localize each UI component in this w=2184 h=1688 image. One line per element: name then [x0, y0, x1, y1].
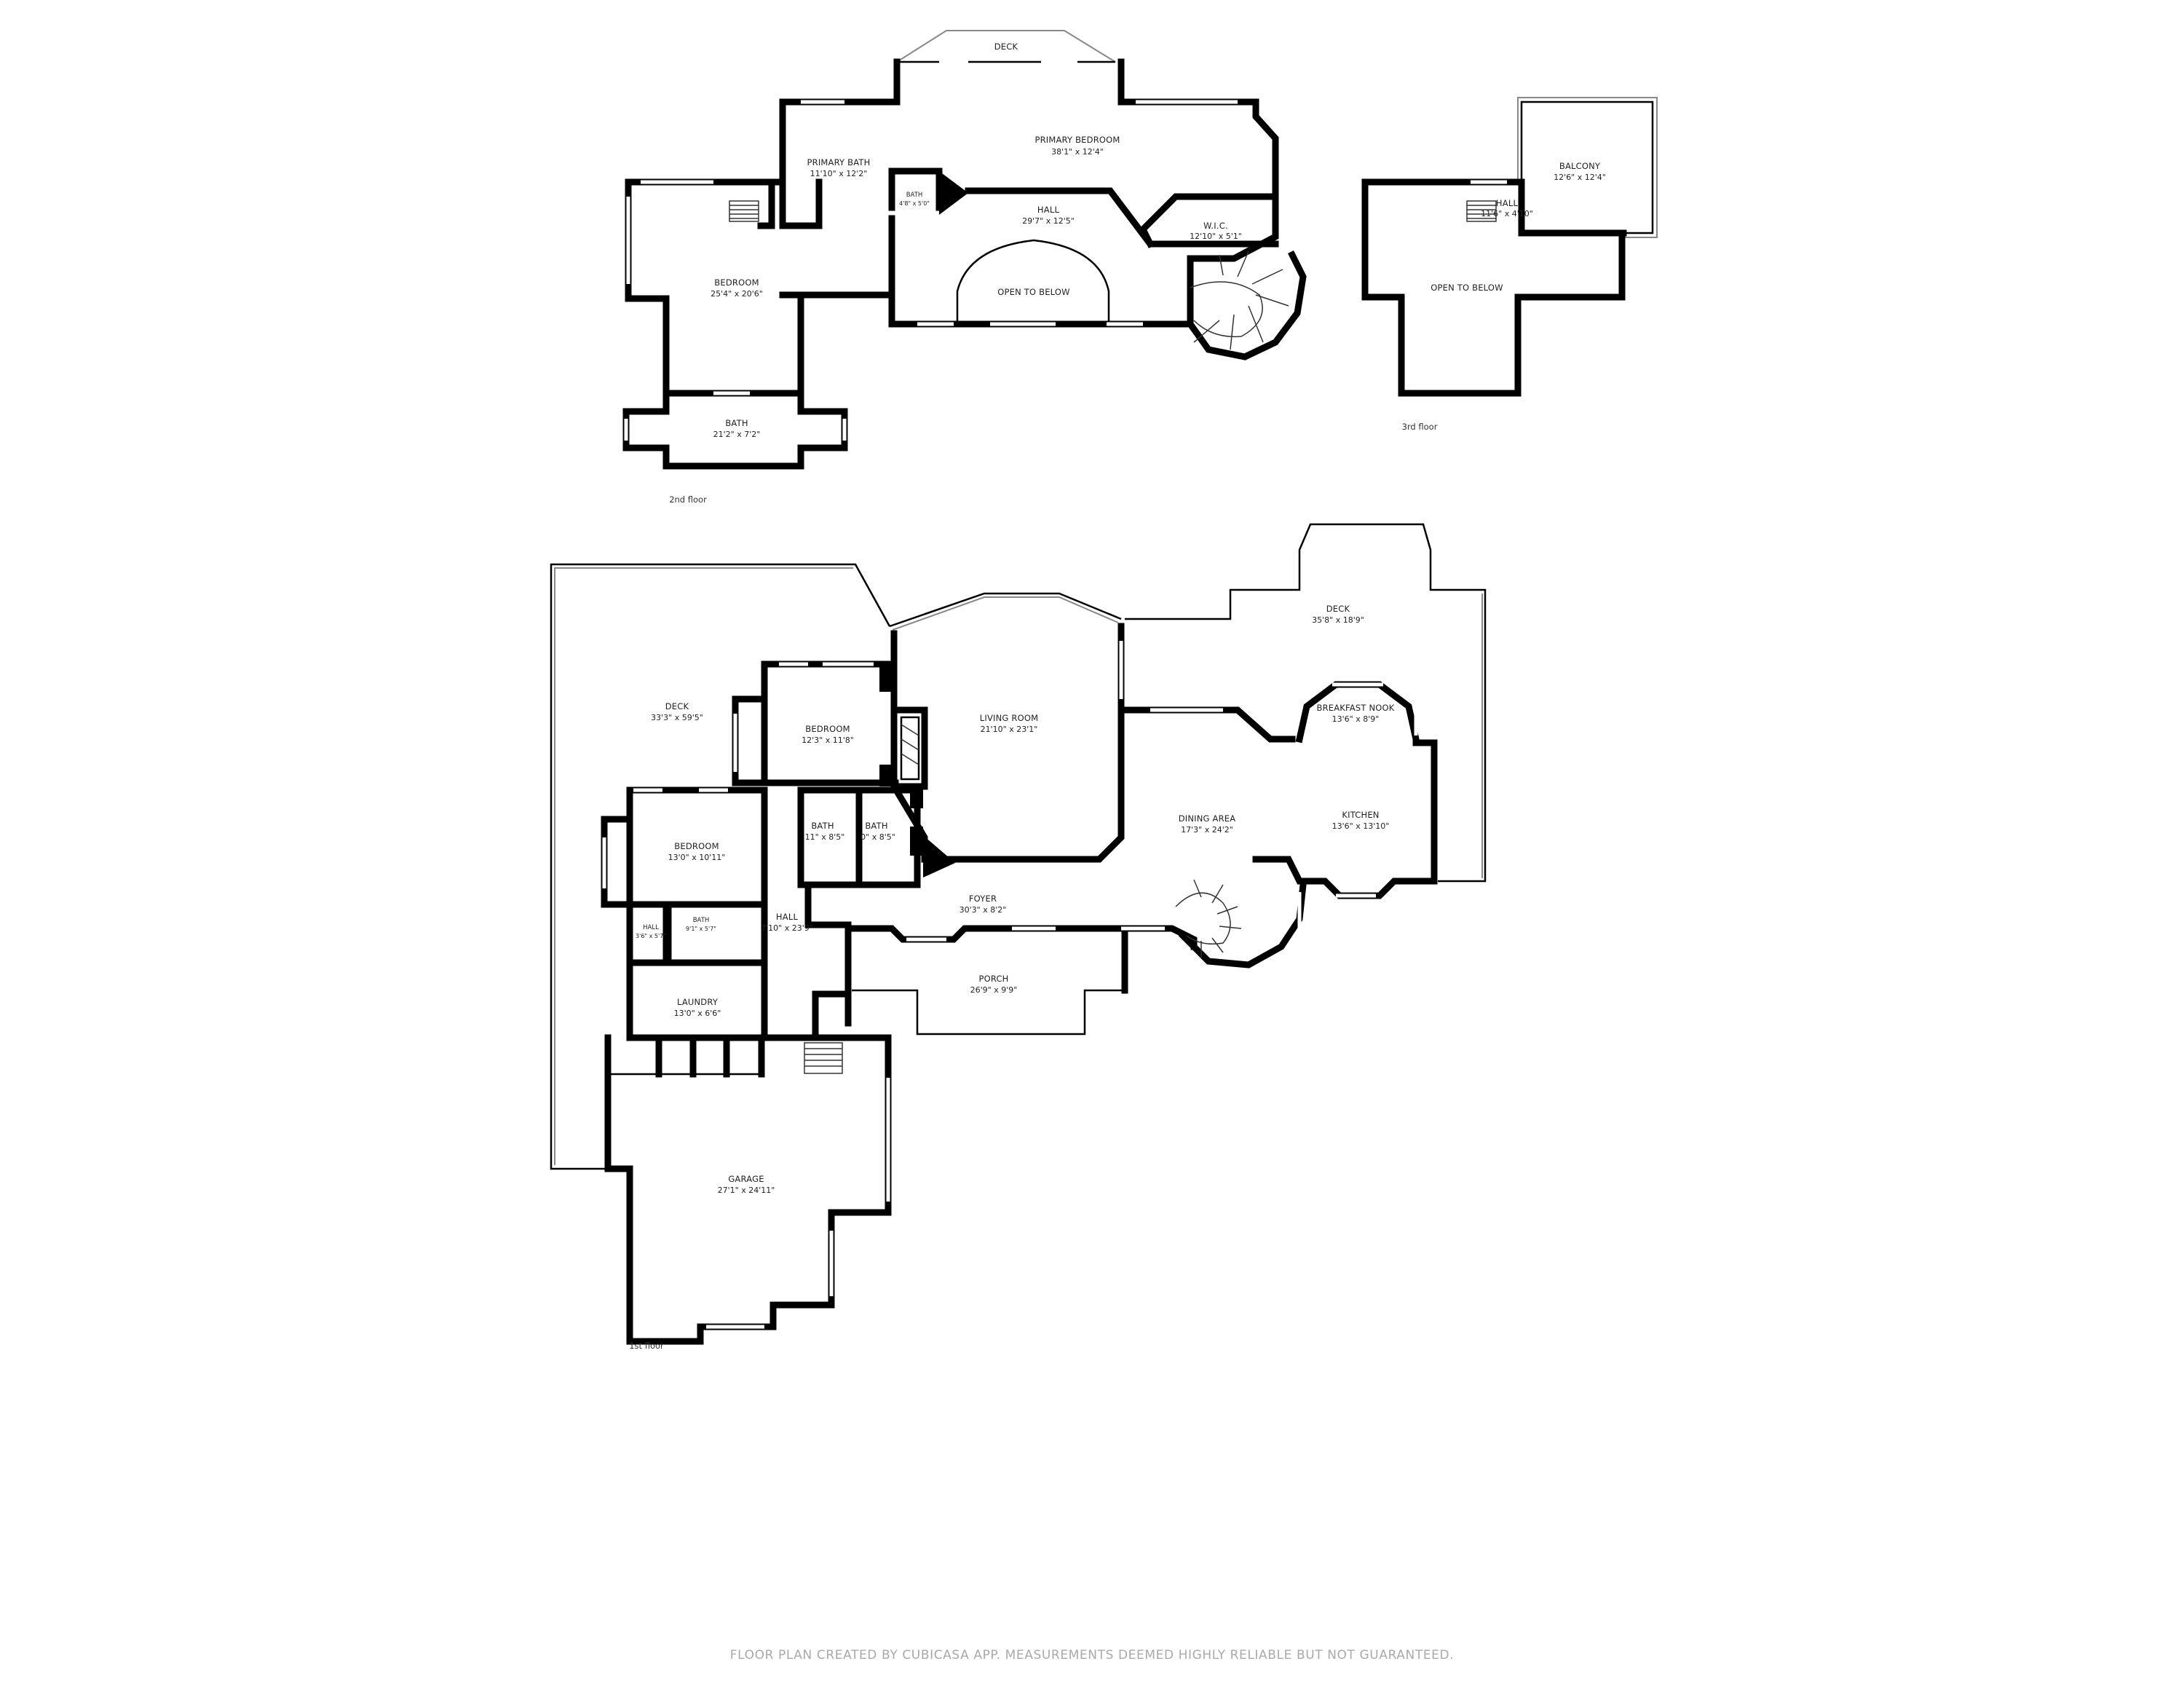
third-floor: BALCONY 12'6" x 12'4" HALL 11'6" x 4'10"…	[1361, 97, 1658, 432]
label-primary-bath: PRIMARY BATH	[807, 157, 871, 167]
wall-outer-3rd	[1361, 178, 1626, 397]
dim-balcony: 12'6" x 12'4"	[1554, 173, 1606, 182]
label-bedroom1a: BEDROOM	[805, 724, 850, 734]
label-bedroom2: BEDROOM	[714, 277, 759, 288]
label-bedroom1b: BEDROOM	[674, 841, 719, 851]
wall-living	[890, 623, 1125, 863]
label-bath1a: BATH	[811, 821, 834, 831]
dim-deck-right: 35'8" x 18'9"	[1312, 615, 1364, 625]
balcony-railing	[1520, 100, 1654, 234]
dim-foyer: 30'3" x 8'2"	[960, 905, 1007, 915]
stairs-garage	[804, 1042, 843, 1074]
dim-bath-small2: 4'8" x 5'0"	[899, 200, 930, 207]
dim-laundry: 13'0" x 6'6"	[674, 1009, 721, 1018]
open-to-below-outline	[956, 239, 1110, 324]
stairs-3rd	[1466, 200, 1497, 222]
label-bath-small2: BATH	[906, 192, 923, 199]
floor-label-3rd: 3rd floor	[1402, 422, 1438, 432]
dim-wic: 12'10" x 5'1"	[1190, 232, 1242, 241]
label-dining: DINING AREA	[1179, 813, 1236, 824]
label-bath-small1: BATH	[693, 917, 710, 924]
wall-foyer-south	[844, 925, 1198, 950]
deck-railing	[896, 30, 1116, 63]
wall-outer-2nd	[625, 58, 1279, 397]
fireplace	[890, 706, 928, 790]
dim-primary-bedroom: 38'1" x 12'4"	[1051, 147, 1104, 157]
dim-hall-small: 3'6" x 5'7"	[636, 933, 666, 939]
dim-bath-small1: 9'1" x 5'7"	[686, 926, 716, 932]
label-deck-left: DECK	[665, 701, 689, 711]
dim-deck-left: 33'3" x 59'5"	[651, 713, 703, 722]
windows-2nd	[624, 60, 1238, 441]
dim-bedroom2: 25'4" x 20'6"	[711, 289, 763, 299]
dim-primary-bath: 11'10" x 12'2"	[810, 169, 868, 178]
second-floor: DECK PRIMARY BEDROOM 38'1" x 12'4" PRIMA…	[622, 30, 1307, 505]
footer-disclaimer: FLOOR PLAN CREATED BY CUBICASA APP. MEAS…	[730, 1648, 1454, 1663]
dim-bedroom1a: 12'3" x 11'8"	[802, 735, 854, 745]
label-hall2: HALL	[1037, 205, 1060, 215]
label-open-below2: OPEN TO BELOW	[997, 287, 1069, 297]
label-hall3: HALL	[1496, 198, 1519, 208]
label-garage: GARAGE	[728, 1174, 764, 1184]
floor-label-2nd: 2nd floor	[669, 494, 707, 505]
dim-nook: 13'6" x 8'9"	[1332, 714, 1380, 724]
label-wic: W.I.C.	[1203, 221, 1228, 231]
label-deck-right: DECK	[1326, 604, 1350, 614]
dim-living: 21'10" x 23'1"	[981, 725, 1038, 734]
spiral-stair-2nd	[1185, 250, 1307, 360]
deck-left-outline	[550, 563, 891, 1170]
floor-label-1st: 1st floor	[629, 1341, 664, 1351]
label-balcony: BALCONY	[1559, 161, 1601, 171]
dim-porch: 26'9" x 9'9"	[970, 985, 1018, 995]
label-primary-bedroom: PRIMARY BEDROOM	[1034, 135, 1120, 145]
label-laundry: LAUNDRY	[677, 997, 719, 1007]
dim-bath1b: 0" x 8'5"	[860, 832, 895, 842]
dim-garage: 27'1" x 24'11"	[718, 1186, 775, 1195]
dim-dining: 17'3" x 24'2"	[1181, 825, 1233, 835]
dim-bedroom1b: 13'0" x 10'11"	[668, 853, 726, 862]
stairs-bedroom	[729, 200, 759, 222]
label-living: LIVING ROOM	[980, 713, 1038, 723]
garage-storage	[608, 1036, 765, 1078]
label-foyer: FOYER	[969, 894, 997, 904]
label-porch: PORCH	[978, 974, 1008, 984]
dim-hall1: 7'10" x 23'9"	[761, 923, 813, 933]
dim-bath2: 21'2" x 7'2"	[713, 430, 761, 439]
label-nook: BREAKFAST NOOK	[1316, 703, 1394, 713]
dim-hall3: 11'6" x 4'10"	[1481, 209, 1533, 218]
label-bath1b: BATH	[865, 821, 887, 831]
label-bath2: BATH	[725, 418, 748, 428]
label-hall1: HALL	[776, 912, 799, 922]
label-hall-small: HALL	[643, 924, 659, 931]
label-deck2: DECK	[994, 42, 1018, 52]
deck-right-outline	[1125, 523, 1487, 883]
dim-kitchen: 13'6" x 13'10"	[1332, 821, 1390, 831]
label-kitchen: KITCHEN	[1342, 810, 1379, 820]
first-floor: DECK 33'3" x 59'5" BEDROOM 12'3" x 11'8"…	[550, 523, 1487, 1351]
windows-1st	[602, 641, 1418, 1329]
label-open-below3: OPEN TO BELOW	[1431, 283, 1503, 293]
dim-hall2: 29'7" x 12'5"	[1022, 216, 1075, 226]
dim-bath1a: 11" x 8'5"	[805, 832, 845, 842]
spiral-stair-1st	[1175, 879, 1307, 969]
